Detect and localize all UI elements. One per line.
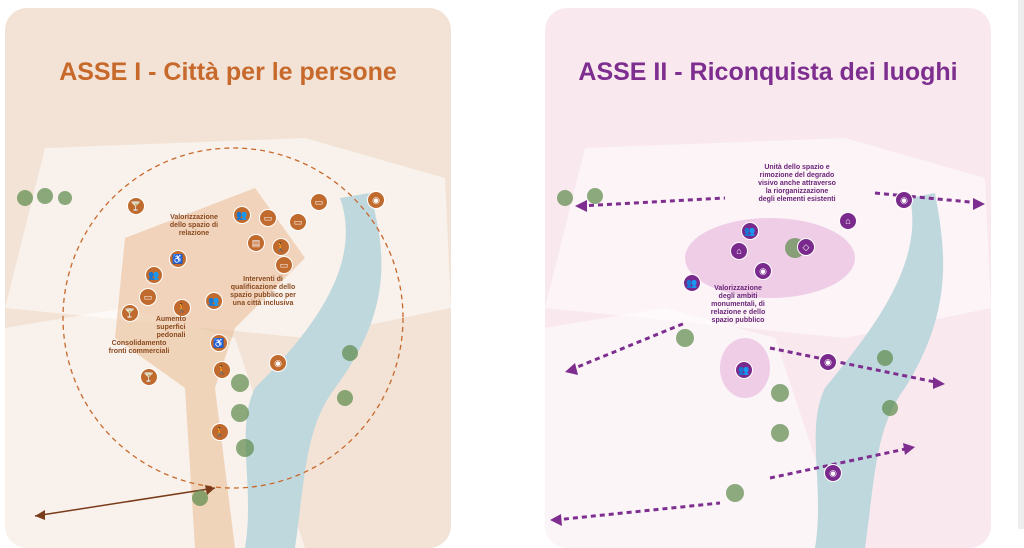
pedestrian-icon: 🚶 bbox=[272, 238, 290, 256]
group-icon: 👥 bbox=[145, 266, 163, 284]
shopping-bag-icon: ▭ bbox=[310, 193, 328, 211]
eye-icon: ◉ bbox=[754, 262, 772, 280]
eye-icon: ◉ bbox=[819, 353, 837, 371]
label-pedestrian-areas: Aumento superfici pedonali bbox=[155, 316, 187, 339]
wine-glass-icon: 🍸 bbox=[127, 197, 145, 215]
wine-glass-icon: 🍸 bbox=[140, 368, 158, 386]
monument-icon: ⌂ bbox=[839, 212, 857, 230]
group-icon: 👥 bbox=[233, 206, 251, 224]
pedestrian-area bbox=[115, 188, 305, 548]
shopping-bag-icon: ▭ bbox=[139, 288, 157, 306]
eye-icon: ◉ bbox=[895, 191, 913, 209]
shopping-bag-icon: ▭ bbox=[275, 256, 293, 274]
axis-arrow bbox=[34, 487, 216, 517]
shop-icon: ▤ bbox=[247, 234, 265, 252]
scrollbar[interactable] bbox=[1018, 0, 1024, 529]
wine-glass-icon: 🍸 bbox=[121, 304, 139, 322]
pedestrian-icon: 🚶 bbox=[211, 423, 229, 441]
label-inclusive-city: Interventi di qualificazione dello spazi… bbox=[230, 276, 296, 307]
group-icon: 👥 bbox=[205, 292, 223, 310]
label-relation-space: Valorizzazione dello spazio di relazione bbox=[169, 214, 219, 237]
river bbox=[245, 193, 382, 548]
walking-radius bbox=[62, 147, 404, 489]
accessibility-icon: ♿ bbox=[169, 250, 187, 268]
group-icon: 👥 bbox=[741, 222, 759, 240]
eye-icon: ◉ bbox=[269, 354, 287, 372]
eye-icon: ◉ bbox=[824, 464, 842, 482]
axis-1-panel: ASSE I - Città per le persone Valorizzaz… bbox=[5, 8, 451, 548]
axis-2-panel: ASSE II - Riconquista dei luoghi Unità d… bbox=[545, 8, 991, 548]
group-icon: 👥 bbox=[735, 361, 753, 379]
highlight-area bbox=[685, 218, 855, 298]
axis-2-map bbox=[545, 138, 991, 548]
label-space-unity: Unità dello spazio e rimozione del degra… bbox=[758, 164, 836, 203]
axis-1-title: ASSE I - Città per le persone bbox=[59, 58, 397, 86]
shopping-bag-icon: ▭ bbox=[259, 209, 277, 227]
monument-icon: ⌂ bbox=[730, 242, 748, 260]
connection-arrows bbox=[554, 191, 981, 522]
pedestrian-icon: 🚶 bbox=[173, 299, 191, 317]
diamond-icon: ◇ bbox=[797, 238, 815, 256]
eye-icon: ◉ bbox=[367, 191, 385, 209]
group-icon: 👥 bbox=[683, 274, 701, 292]
label-monumental-areas: Valorizzazione degli ambiti monumentali,… bbox=[710, 285, 766, 324]
accessibility-icon: ♿ bbox=[210, 334, 228, 352]
axis-2-title: ASSE II - Riconquista dei luoghi bbox=[578, 58, 958, 86]
pedestrian-icon: 🚶 bbox=[213, 361, 231, 379]
label-commercial-fronts: Consolidamento fronti commerciali bbox=[108, 340, 170, 355]
shopping-bag-icon: ▭ bbox=[289, 213, 307, 231]
